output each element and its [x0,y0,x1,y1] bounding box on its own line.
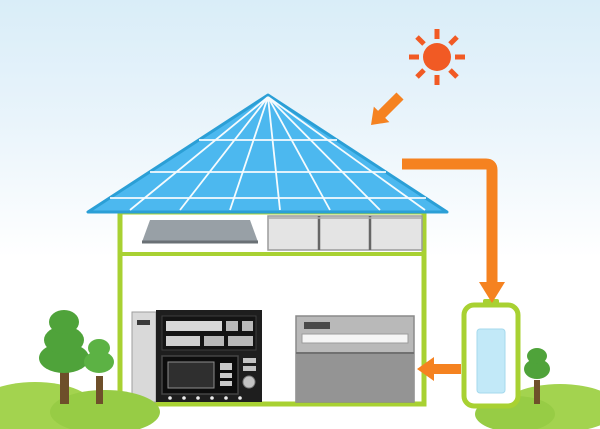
bush-left-2 [50,390,160,429]
sun-disc [423,43,451,71]
arrow-elbow-shaft [402,158,498,284]
sun-rays [409,29,465,85]
oven-window [167,361,215,389]
window [267,215,423,251]
side-button [243,366,256,371]
panel-grid [110,96,426,211]
tree-small-left [84,339,114,404]
sun [409,29,465,85]
control-button [242,321,253,331]
tree-right [524,348,550,404]
tree-large-left [39,310,89,404]
control-button [204,336,224,346]
oven-button [220,381,232,386]
oven-display [220,363,232,370]
greenery [0,310,600,429]
range-hood [142,220,258,242]
tree-canopy [524,348,550,379]
solar-roof [86,93,449,214]
arrow-battery-to-house [417,357,461,381]
dishwasher [295,315,415,403]
dishwasher-handle [301,333,409,344]
second-floor [142,215,423,251]
side-button [243,358,256,363]
kitchen-control-panel [161,315,257,351]
tree-trunk [534,380,540,404]
tree-canopy [39,310,89,373]
dishwasher-vent-slot [304,322,330,329]
kitchen-unit [131,310,262,403]
arrow-roof-to-battery [402,158,505,303]
oven-button [220,373,232,378]
control-display [166,336,200,346]
control-button [228,336,253,346]
tree-trunk [96,376,103,404]
kitchen-side-panel [131,311,157,403]
built-in-oven [161,355,239,395]
control-dial [242,375,256,389]
control-display [166,321,222,331]
storage-battery [461,299,521,409]
tree-trunk [60,366,69,404]
battery-tank [476,328,506,394]
arrow-head-down [479,282,505,303]
roof-panel [86,93,449,214]
tree-canopy [84,339,114,373]
kitchen-side-controls [242,358,256,389]
dishwasher-door [296,352,414,402]
arrow-sun-to-roof [371,92,404,125]
kitchen-bottom-buttons [168,396,242,400]
kitchen-side-slot [137,320,150,325]
control-button [226,321,238,331]
house [117,209,427,407]
